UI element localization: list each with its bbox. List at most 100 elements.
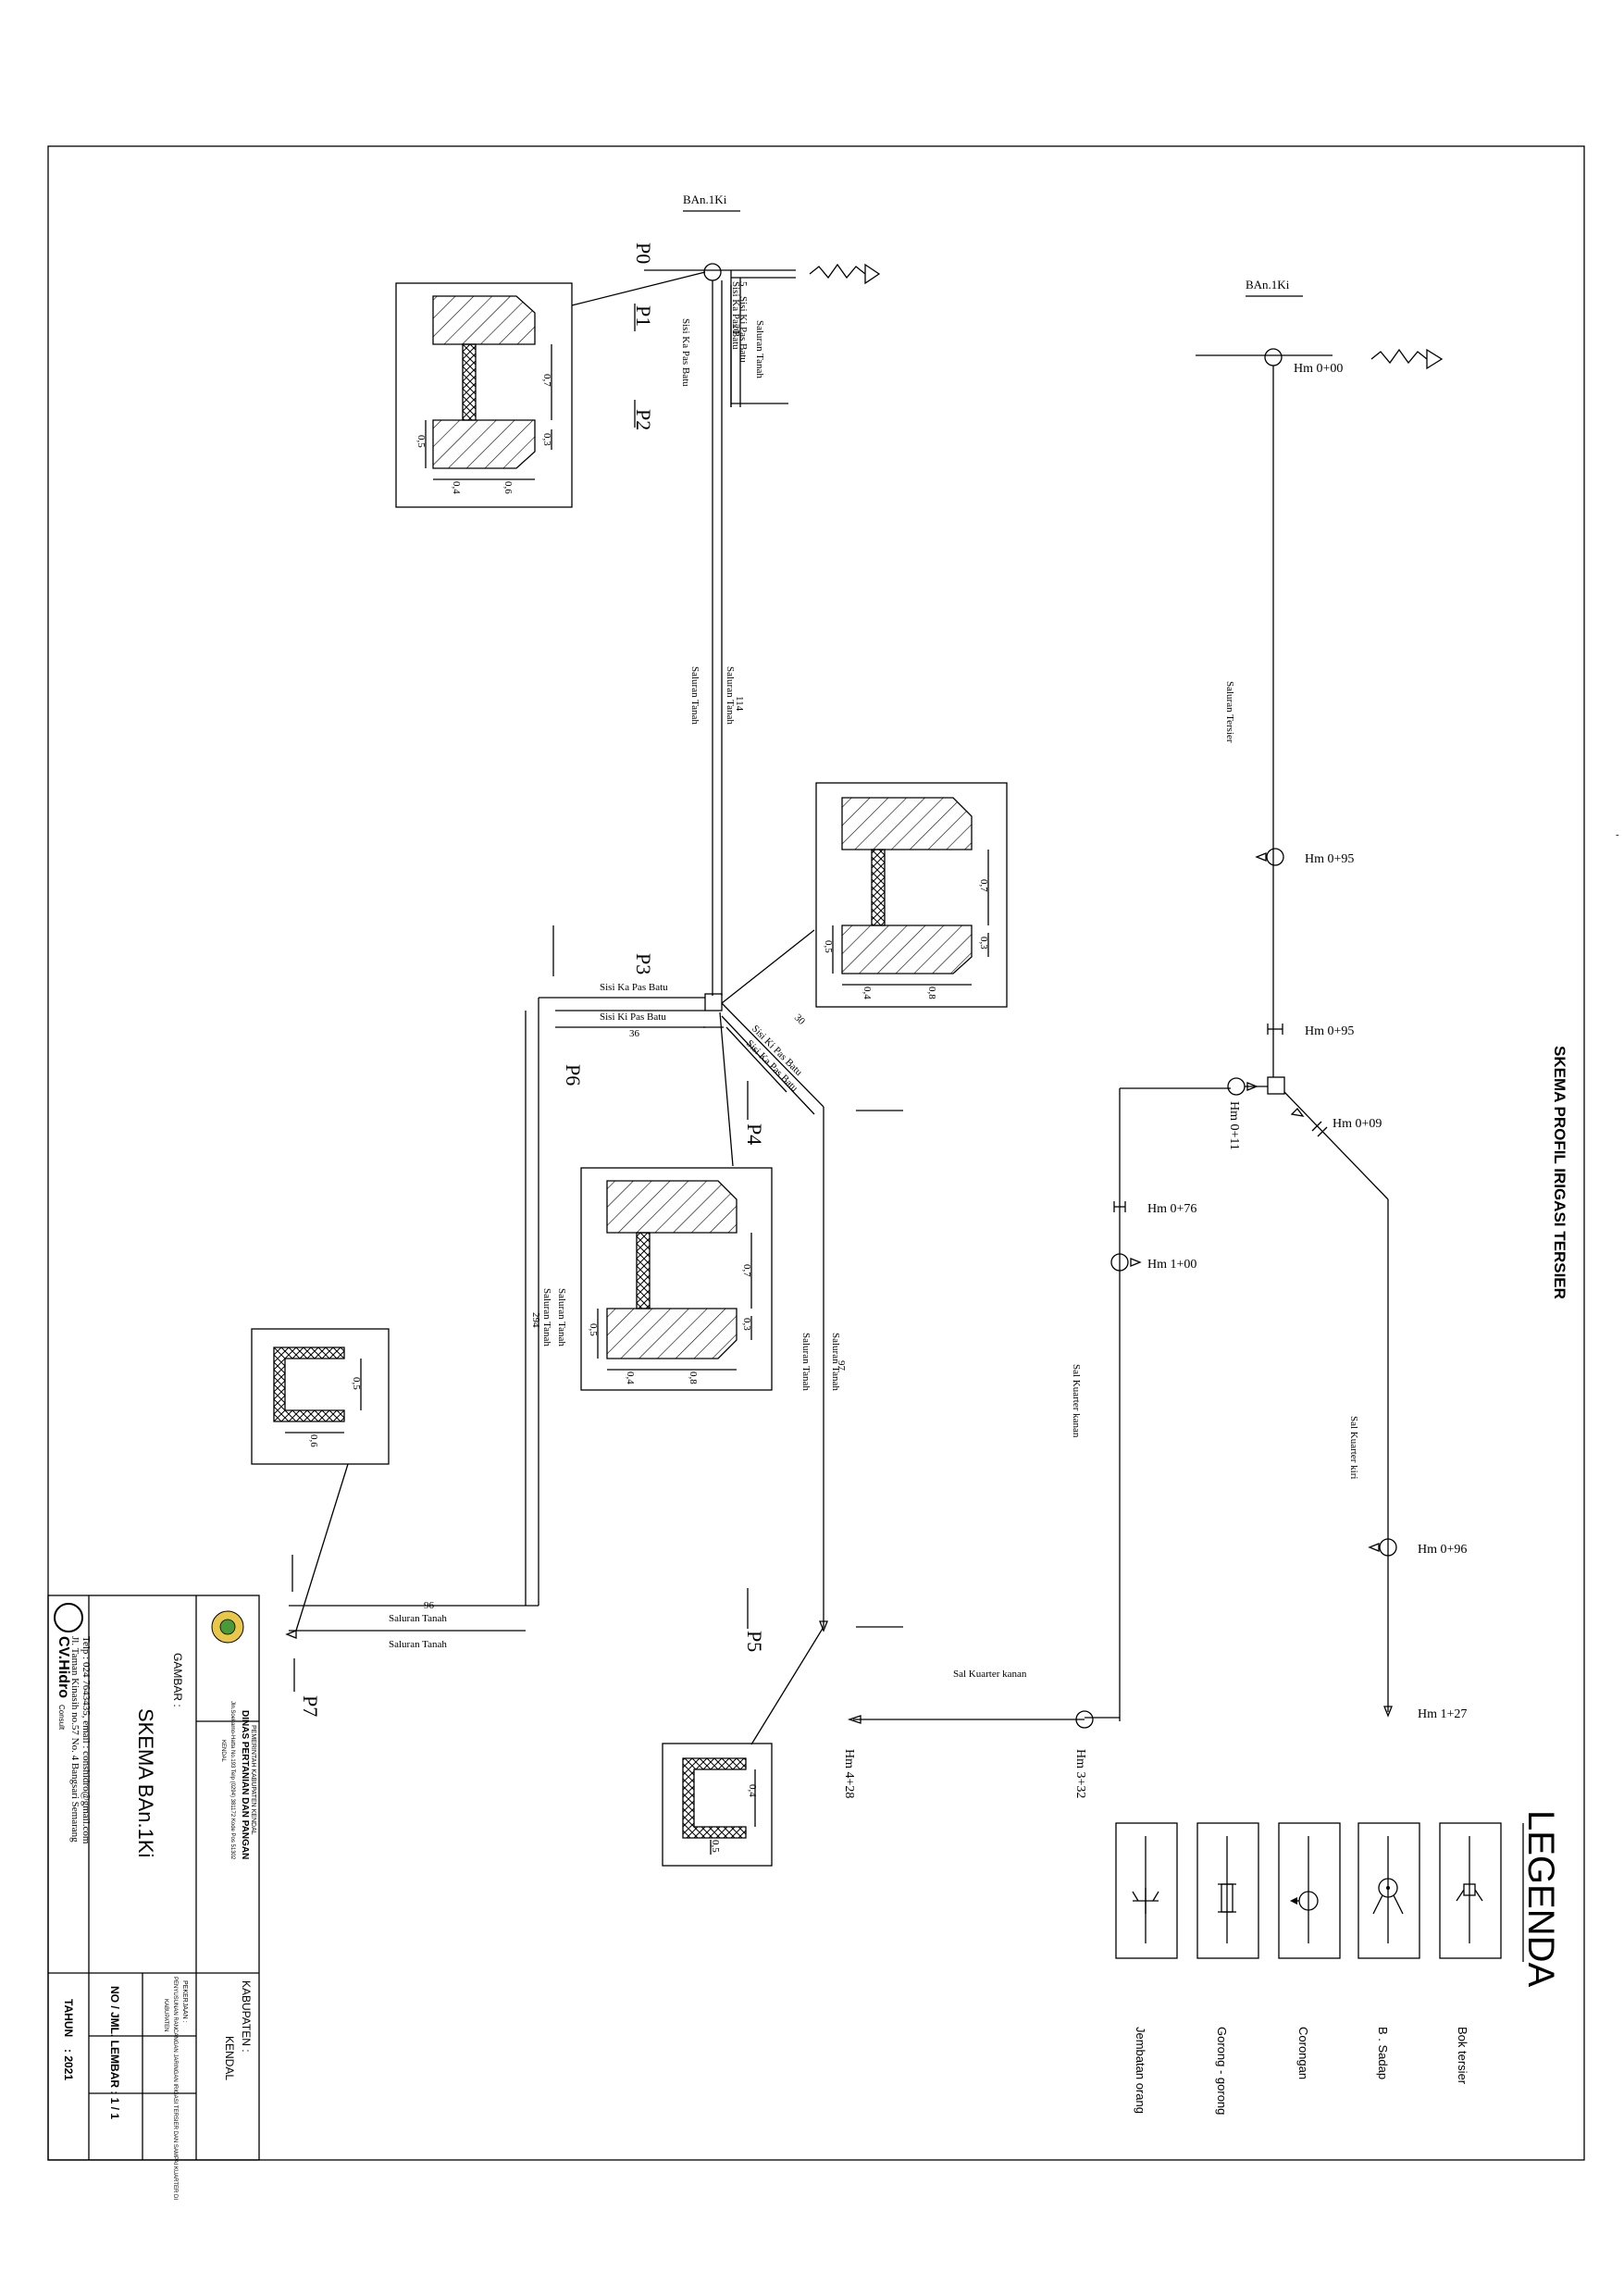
tahun-value: : 2021 xyxy=(62,2049,75,2080)
station-hm428: Hm 4+28 xyxy=(842,1749,856,1798)
box-tersier-junction-icon xyxy=(1267,1076,1285,1095)
s1-dim-04: 0,4 xyxy=(451,481,462,494)
section-detail-1: 0,7 0,3 0,5 0,4 0,6 xyxy=(395,282,573,508)
gov-name: PEMERINTAH KABUPATEN KENDAL xyxy=(250,1725,256,1835)
gambar-value: SKEMA BAn.1Ki xyxy=(134,1708,157,1857)
station-hm100: Hm 1+00 xyxy=(1147,1258,1196,1272)
s1-dim-05: 0,5 xyxy=(415,435,427,448)
s3-dim-03: 0,3 xyxy=(741,1318,752,1331)
dept-name: DINAS PERTANIAN DAN PANGAN xyxy=(240,1710,250,1859)
section-detail-2: 0,7 0,3 0,5 0,4 0,8 xyxy=(815,782,1008,1008)
point-p5: P5 xyxy=(743,1631,766,1652)
s2-dim-08: 0,8 xyxy=(926,987,937,999)
dept-address: Jln.Soekarno-Hatta No.193 Telp (0294) 38… xyxy=(229,1701,235,1860)
section-detail-3: 0,7 0,3 0,5 0,4 0,8 xyxy=(580,1167,773,1391)
company-name: CV.Hidro xyxy=(56,1636,71,1698)
corongan-icon xyxy=(1266,848,1284,866)
s3-dim-08: 0,8 xyxy=(688,1371,699,1384)
s2-dim-04: 0,4 xyxy=(862,987,873,999)
legend-gorong-box xyxy=(1196,1822,1259,1959)
gambar-label: GAMBAR : xyxy=(171,1653,184,1707)
label-sisi-ka-left: Sisi Ka Pas Batu xyxy=(680,318,691,387)
station-hm096: Hm 0+96 xyxy=(1418,1543,1467,1557)
kab-value: KENDAL xyxy=(223,2036,236,2080)
label-sisi-ki-top: Sisi Ki Pas Batu xyxy=(738,296,749,363)
corongan-junction-icon xyxy=(1227,1077,1246,1096)
label-saluran-tanah-bot1: Saluran Tanah xyxy=(389,1613,447,1624)
sheet-title: SKEMA PROFIL IRIGASI TERSIER xyxy=(1551,1046,1568,1299)
station-hm009: Hm 0+09 xyxy=(1333,1117,1382,1131)
legend-bok-tersier-box xyxy=(1439,1822,1502,1959)
pek-value: PENYUSUNAN RANCANGAN JARINGAN IRIGASI TE… xyxy=(172,1977,178,2200)
s4-dim-05: 0,5 xyxy=(351,1377,362,1390)
s1-dim-03: 0,3 xyxy=(541,433,552,446)
label-saluran-tanah-p6a: Saluran Tanah xyxy=(541,1288,552,1347)
legend-title: LEGENDA xyxy=(1520,1810,1561,1987)
point-p0: P0 xyxy=(632,242,655,264)
station-hm332: Hm 3+32 xyxy=(1073,1749,1087,1798)
dim-96: 96 xyxy=(424,1600,435,1611)
tahun-label: TAHUN xyxy=(62,1999,75,2037)
box-tersier-p3-icon xyxy=(704,993,723,1011)
s2-dim-03: 0,3 xyxy=(978,937,989,949)
label-saluran-tanah-p4b: Saluran Tanah xyxy=(800,1333,812,1391)
label-saluran-tersier: Saluran Tersier xyxy=(1224,681,1235,743)
label-saluran-tanah-p4a: Saluran Tanah xyxy=(830,1333,841,1391)
arrow-left-icon xyxy=(285,1630,297,1639)
lembar: NO / JML. LEMBAR : 1 / 1 xyxy=(108,1986,121,2119)
arrow-right-icon xyxy=(1426,348,1444,370)
point-p1: P1 xyxy=(632,305,655,327)
station-hm095a: Hm 0+95 xyxy=(1305,852,1354,866)
arrow-down-right-icon xyxy=(1383,1706,1393,1718)
left-box-name: BAn.1Ki xyxy=(683,192,727,206)
label-sal-kuarter-kiri: Sal Kuarter kiri xyxy=(1348,1416,1359,1479)
label-sisi-ka-top: Sisi Ka Pas Batu xyxy=(730,281,741,350)
s1-dim-07: 0,7 xyxy=(541,374,552,387)
margin-mark: - xyxy=(1616,829,1619,840)
s3-dim-04: 0,4 xyxy=(625,1371,636,1384)
company-logo-icon xyxy=(54,1603,83,1632)
legend: LEGENDA Bok tersier B . Sadap Corongan G… xyxy=(1115,1810,1561,2115)
station-hm011: Hm 0+11 xyxy=(1227,1101,1241,1150)
legend-sadap-box xyxy=(1357,1822,1420,1959)
sadap-hm000-icon xyxy=(1264,348,1283,366)
pek-value2: KABUPATEN xyxy=(163,1999,168,2031)
s5-dim-05: 0,5 xyxy=(710,1840,721,1853)
sadap-icon xyxy=(1378,1878,1398,1898)
legend-label-jembatan: Jembatan orang xyxy=(1134,2027,1147,2114)
label-saluran-tanah-mid2: Saluran Tanah xyxy=(689,666,700,725)
arrow-left-bottom-icon xyxy=(847,1715,862,1724)
s1-dim-06: 0,6 xyxy=(502,481,514,494)
label-saluran-tanah-mid1: Saluran Tanah xyxy=(725,666,736,725)
dim-97: 97 xyxy=(836,1360,847,1371)
station-hm127: Hm 1+27 xyxy=(1418,1707,1467,1721)
s2-dim-05: 0,5 xyxy=(823,940,834,953)
right-scheme: BAn.1Ki Hm 0+00 Saluran Tersier Hm 0+95 … xyxy=(842,278,1467,1798)
point-p7: P7 xyxy=(299,1695,322,1717)
title-block: CV.Hidro Consult Jl. Taman Kinasih no.57… xyxy=(47,1595,260,2200)
label-saluran-tanah-bot2: Saluran Tanah xyxy=(389,1639,447,1650)
company-address: Jl. Taman Kinasih no.57 No. 4 Bangsari S… xyxy=(69,1636,81,1843)
label-saluran-tanah-top: Saluran Tanah xyxy=(754,320,765,379)
right-box-name: BAn.1Ki xyxy=(1246,278,1290,292)
point-p2: P2 xyxy=(632,409,655,430)
dept-city: KENDAL xyxy=(220,1740,226,1763)
station-hm095b: Hm 0+95 xyxy=(1305,1024,1354,1038)
label-sal-kuarter-kanan-bot: Sal Kuarter kanan xyxy=(953,1669,1027,1680)
dim-294: 294 xyxy=(530,1312,541,1328)
label-sisi-ki-p3: Sisi Ki Pas Batu xyxy=(600,1011,666,1023)
company-contact: Telp : 024 7643435, email : conshidro@gm… xyxy=(81,1636,92,1844)
sadap-hm332-icon xyxy=(1075,1710,1094,1729)
dim-5: 5 xyxy=(738,281,749,287)
arrow-down-icon xyxy=(819,1620,828,1632)
legend-label-sadap: B . Sadap xyxy=(1376,2027,1390,2079)
dim-20: 20 xyxy=(730,324,741,335)
corongan-hm100-icon xyxy=(1110,1253,1129,1272)
label-saluran-tanah-p6b: Saluran Tanah xyxy=(556,1288,567,1347)
label-sal-kuarter-kanan: Sal Kuarter kanan xyxy=(1071,1364,1082,1438)
section-detail-5: 0,4 0,5 xyxy=(662,1743,773,1867)
s3-dim-07: 0,7 xyxy=(741,1264,752,1277)
s3-dim-05: 0,5 xyxy=(588,1323,599,1336)
label-sisi-ka-p3: Sisi Ka Pas Batu xyxy=(600,982,668,993)
